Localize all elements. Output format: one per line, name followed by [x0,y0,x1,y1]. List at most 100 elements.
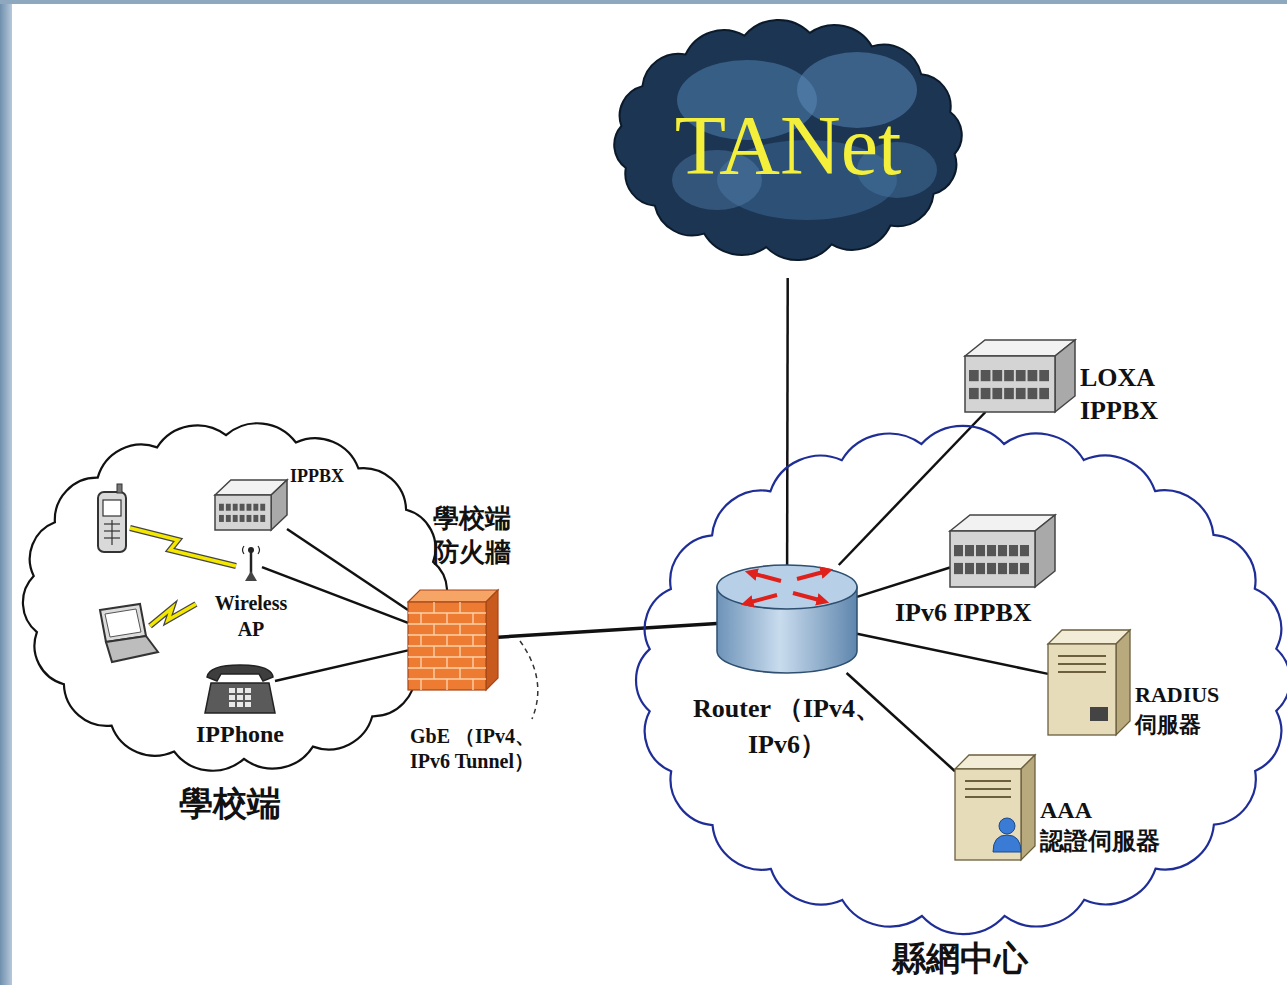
phone-key [237,688,243,693]
user-icon [999,818,1015,834]
wireless-bolt [130,528,236,566]
brick-joint [420,635,421,646]
connector [786,278,789,565]
antenna-base [245,571,257,581]
device-port [240,504,245,511]
brick-joint [446,635,447,646]
server-side [1116,630,1130,735]
node-label: 學校端 [25,784,435,825]
antenna-wave [243,546,260,554]
antenna-tip [248,547,254,553]
center-cloud: 縣網中心Router （IPv4、IPv6）IPv6 IPPBXRADIUS 伺… [637,432,1283,937]
device-port [1020,563,1029,574]
brick-joint [459,602,460,613]
node-label: IPPBX [290,466,344,488]
device-side [1055,340,1075,412]
firewall-shape [408,590,498,690]
server-front [955,769,1021,860]
server-slot [965,780,1011,782]
router-shape [717,565,857,673]
node-label: Wireless AP [206,590,296,642]
brick-joint [472,679,473,690]
device-port [247,504,252,511]
brick-joint [420,657,421,668]
access-point-shape [240,545,262,581]
device-port [253,515,258,522]
connector [275,650,408,681]
brick-joint [433,624,434,635]
server-slot [1058,671,1106,673]
device-port [260,504,265,511]
router-arrow [747,595,777,603]
phone-key [237,702,243,707]
phone-key [229,688,235,693]
device-port [226,515,231,522]
phone-key [245,688,251,693]
node-label: AAA 認證伺服器 [1040,795,1185,857]
frame-band [0,0,1287,4]
brick-joint [446,679,447,690]
device-port [1016,388,1026,399]
device-port [981,388,991,399]
frame-band [0,0,12,985]
device-port [976,545,985,556]
brick-joint [446,613,447,624]
brick-joint [472,613,473,624]
server-front [1048,644,1116,735]
brick-joint [420,613,421,624]
device-side [271,480,287,530]
device-port [247,515,252,522]
device-port [992,370,1002,381]
pbx-device: LOXA IPPBX [965,340,1075,412]
phone-key [229,695,235,700]
device-port [233,504,238,511]
wall-top [408,590,498,602]
pbx-device-shape [215,480,287,530]
device-port [969,388,979,399]
device-port [219,504,224,511]
brick-joint [433,602,434,613]
server-slot [1058,655,1106,657]
node-label: 縣網中心 [637,939,1283,980]
device-port [976,563,985,574]
server-slot [965,796,1011,798]
brick-joint [459,646,460,657]
device-port [1004,388,1014,399]
device-port [233,515,238,522]
device-port [954,545,963,556]
edge-label: GbE （IPv4、 IPv6 Tunnel） [410,724,560,774]
device-port [260,515,265,522]
brick-joint [472,657,473,668]
device-port [965,563,974,574]
pbx-device: IPv6 IPPBX [950,515,1055,587]
phone-key [245,702,251,707]
brick-joint [420,679,421,690]
server-monitor [1090,707,1108,721]
brick-joint [433,646,434,657]
phone-key [245,695,251,700]
device-port [981,370,991,381]
server: RADIUS 伺服器 [1048,630,1130,735]
node-label: IPPhone [165,720,315,749]
server-slot [1058,663,1106,665]
connector [857,568,950,597]
device-port [253,504,258,511]
device-port [954,563,963,574]
device-front [215,495,271,530]
ip-phone: IPPhone [205,663,275,715]
device-side [1035,515,1055,587]
router: Router （IPv4、IPv6） [717,565,857,673]
device-port [219,515,224,522]
device-port [240,515,245,522]
device-front [950,531,1035,587]
network-cloud: TANet [597,10,979,278]
server-shape [955,755,1035,860]
pbx-device-shape [965,340,1075,412]
brick-joint [459,624,460,635]
pbx-device-shape [950,515,1055,587]
node-label: Router （IPv4、IPv6） [689,691,885,764]
node-label: IPv6 IPPBX [895,597,1032,628]
brick-joint [472,635,473,646]
device-port [226,504,231,511]
